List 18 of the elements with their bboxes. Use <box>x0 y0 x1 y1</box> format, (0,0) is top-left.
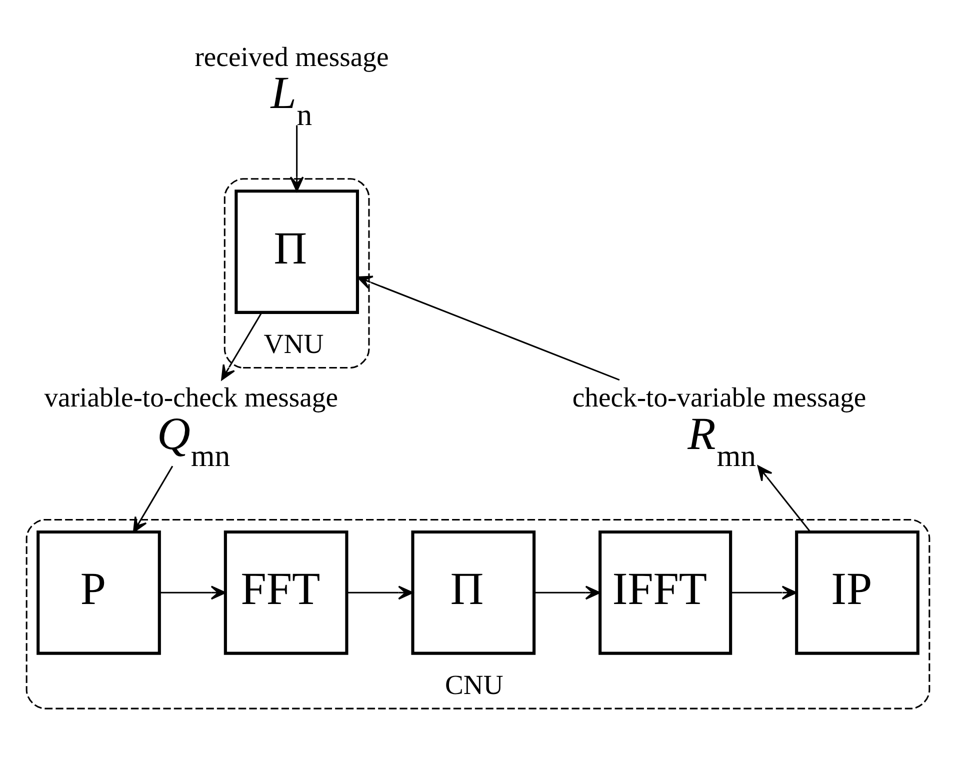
arrow <box>290 124 304 192</box>
node-text: check-to-variable message R$_{mn}$ <box>572 381 866 473</box>
node-text: received message L$_{n}$ <box>194 40 389 132</box>
arrow <box>731 585 797 600</box>
arrow <box>346 585 414 600</box>
node-box: IFFT <box>598 530 732 654</box>
node-box: FFT <box>224 530 348 654</box>
arrow <box>534 585 600 600</box>
arrow <box>356 275 620 380</box>
node-box: P <box>36 530 161 654</box>
arrow <box>221 312 262 380</box>
node-text: variable-to-check message Q$_{mn}$ <box>44 381 338 473</box>
arrow <box>159 585 226 600</box>
arrow <box>132 465 174 532</box>
node-box: IP <box>795 530 920 654</box>
arrow <box>757 464 811 532</box>
node-box: Π <box>411 530 536 654</box>
node-box: Π <box>234 189 359 314</box>
